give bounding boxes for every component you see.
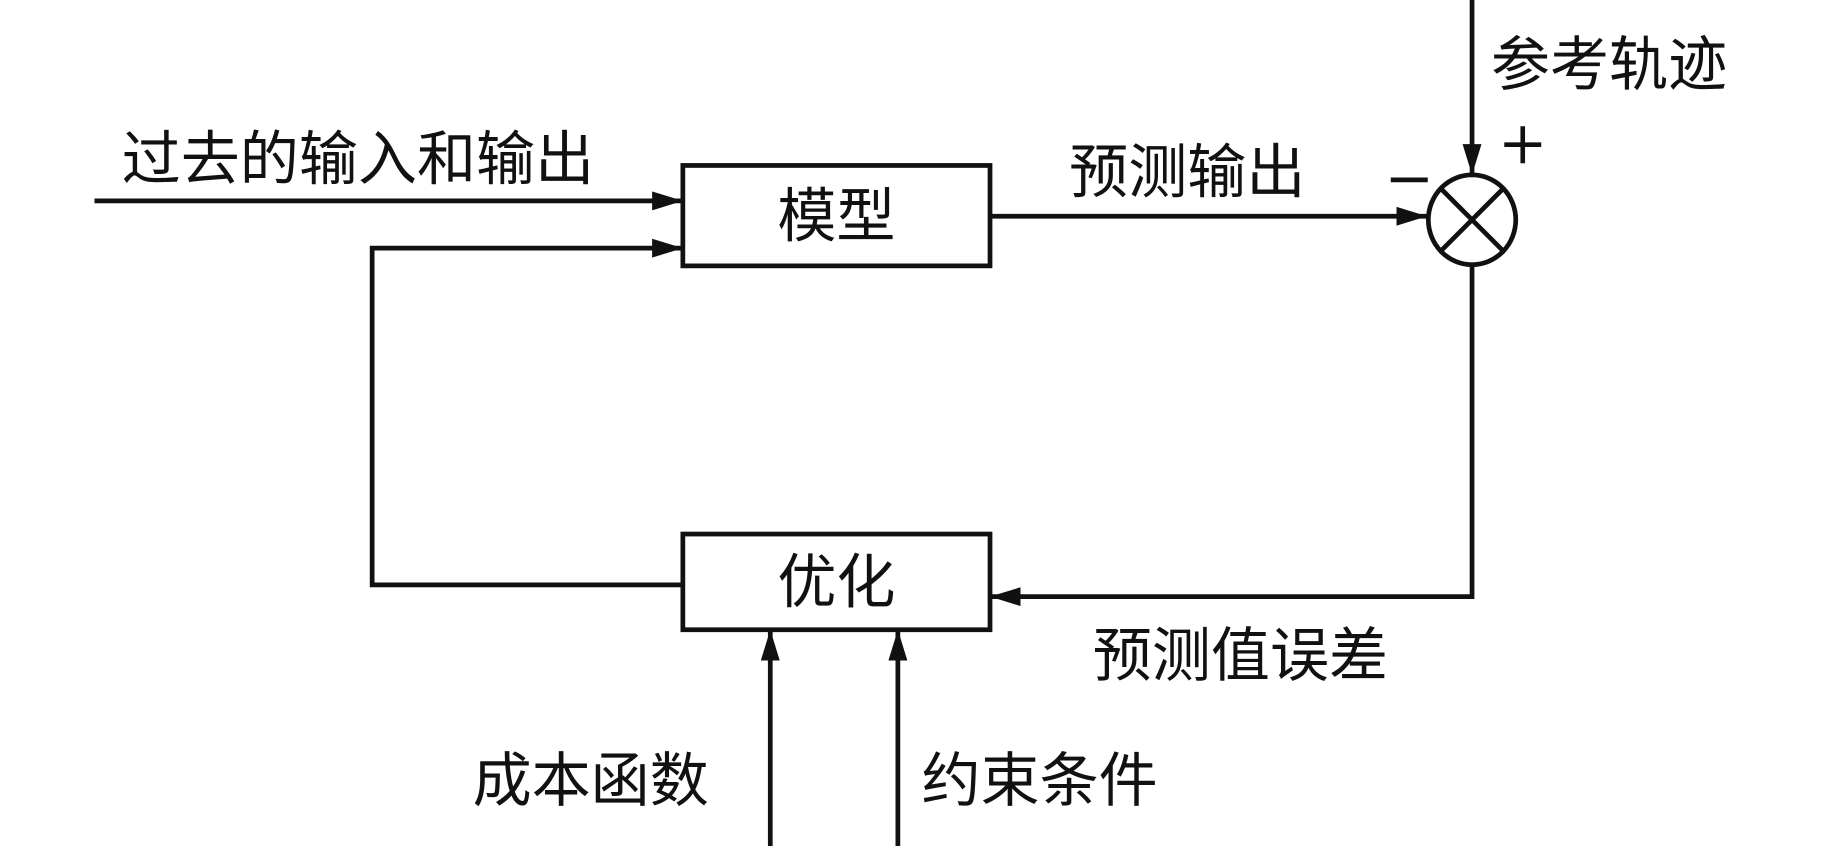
summing-junction bbox=[1425, 172, 1519, 268]
plus-sign: + bbox=[1498, 108, 1548, 177]
optimization-block bbox=[680, 531, 993, 633]
prediction-error-arrow bbox=[990, 264, 1475, 607]
constraints-label: 约束条件 bbox=[922, 746, 1158, 815]
minus-sign: − bbox=[1385, 144, 1435, 213]
past-io-label: 过去的输入和输出 bbox=[122, 125, 595, 194]
optimization-to-model-arrow bbox=[369, 238, 683, 588]
reference-label: 参考轨迹 bbox=[1491, 30, 1727, 99]
optimization-label: 优化 bbox=[777, 548, 895, 617]
model-label: 模型 bbox=[777, 181, 895, 250]
cost-function-label: 成本函数 bbox=[473, 746, 709, 815]
prediction-error-label: 预测值误差 bbox=[1093, 621, 1388, 690]
predicted-output-label: 预测输出 bbox=[1069, 138, 1305, 207]
